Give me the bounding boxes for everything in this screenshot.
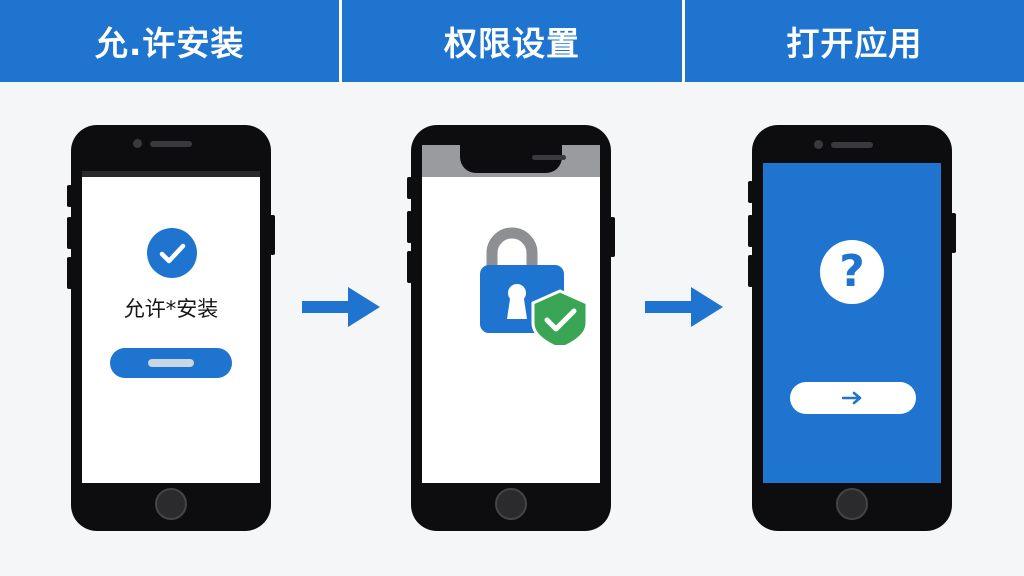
phone-screen: 允许*安装 bbox=[82, 171, 260, 483]
step-title-permission-settings: 权限设置 bbox=[342, 0, 682, 82]
steps-header: 允.许安装 权限设置 打开应用 bbox=[0, 0, 1024, 82]
phone-side-button bbox=[407, 177, 412, 199]
arrow-right-icon bbox=[842, 391, 862, 405]
home-button[interactable] bbox=[155, 488, 187, 520]
phone-screen: ? bbox=[763, 163, 941, 483]
allow-install-label: 允许*安装 bbox=[123, 297, 219, 321]
phone-side-button bbox=[951, 213, 956, 253]
status-bar bbox=[82, 171, 260, 177]
check-circle-icon bbox=[147, 228, 197, 278]
lock-shield-icon bbox=[480, 227, 589, 345]
phone-side-button bbox=[610, 217, 615, 257]
phone-permission-settings bbox=[407, 125, 615, 531]
button-placeholder-bar bbox=[148, 359, 194, 367]
phone-side-button bbox=[270, 215, 275, 255]
front-camera bbox=[814, 140, 823, 149]
home-button[interactable] bbox=[836, 488, 868, 520]
phone-open-app: ? bbox=[748, 125, 956, 531]
speaker-grille bbox=[831, 142, 873, 148]
phone-side-button bbox=[67, 217, 72, 249]
phone-side-button bbox=[748, 181, 753, 203]
arrow-right-icon bbox=[645, 287, 723, 327]
speaker-grille bbox=[150, 141, 192, 147]
phone-screen bbox=[422, 145, 600, 483]
open-app-button[interactable] bbox=[790, 382, 916, 414]
phone-side-button bbox=[67, 185, 72, 207]
speaker-grille bbox=[532, 155, 566, 160]
phone-side-button bbox=[407, 251, 412, 283]
phone-side-button bbox=[748, 255, 753, 287]
step-title-allow-install: 允.许安装 bbox=[0, 0, 340, 82]
phone-side-button bbox=[67, 257, 72, 289]
phone-side-button bbox=[407, 211, 412, 243]
phone-side-button bbox=[748, 215, 753, 247]
arrow-right-icon bbox=[302, 287, 380, 327]
question-mark-icon: ? bbox=[820, 240, 884, 304]
phone-allow-install: 允许*安装 bbox=[67, 125, 275, 531]
install-button[interactable] bbox=[110, 348, 232, 378]
step-title-open-app: 打开应用 bbox=[684, 0, 1024, 82]
front-camera bbox=[133, 139, 142, 148]
home-button[interactable] bbox=[495, 488, 527, 520]
phone-notch bbox=[460, 145, 566, 173]
